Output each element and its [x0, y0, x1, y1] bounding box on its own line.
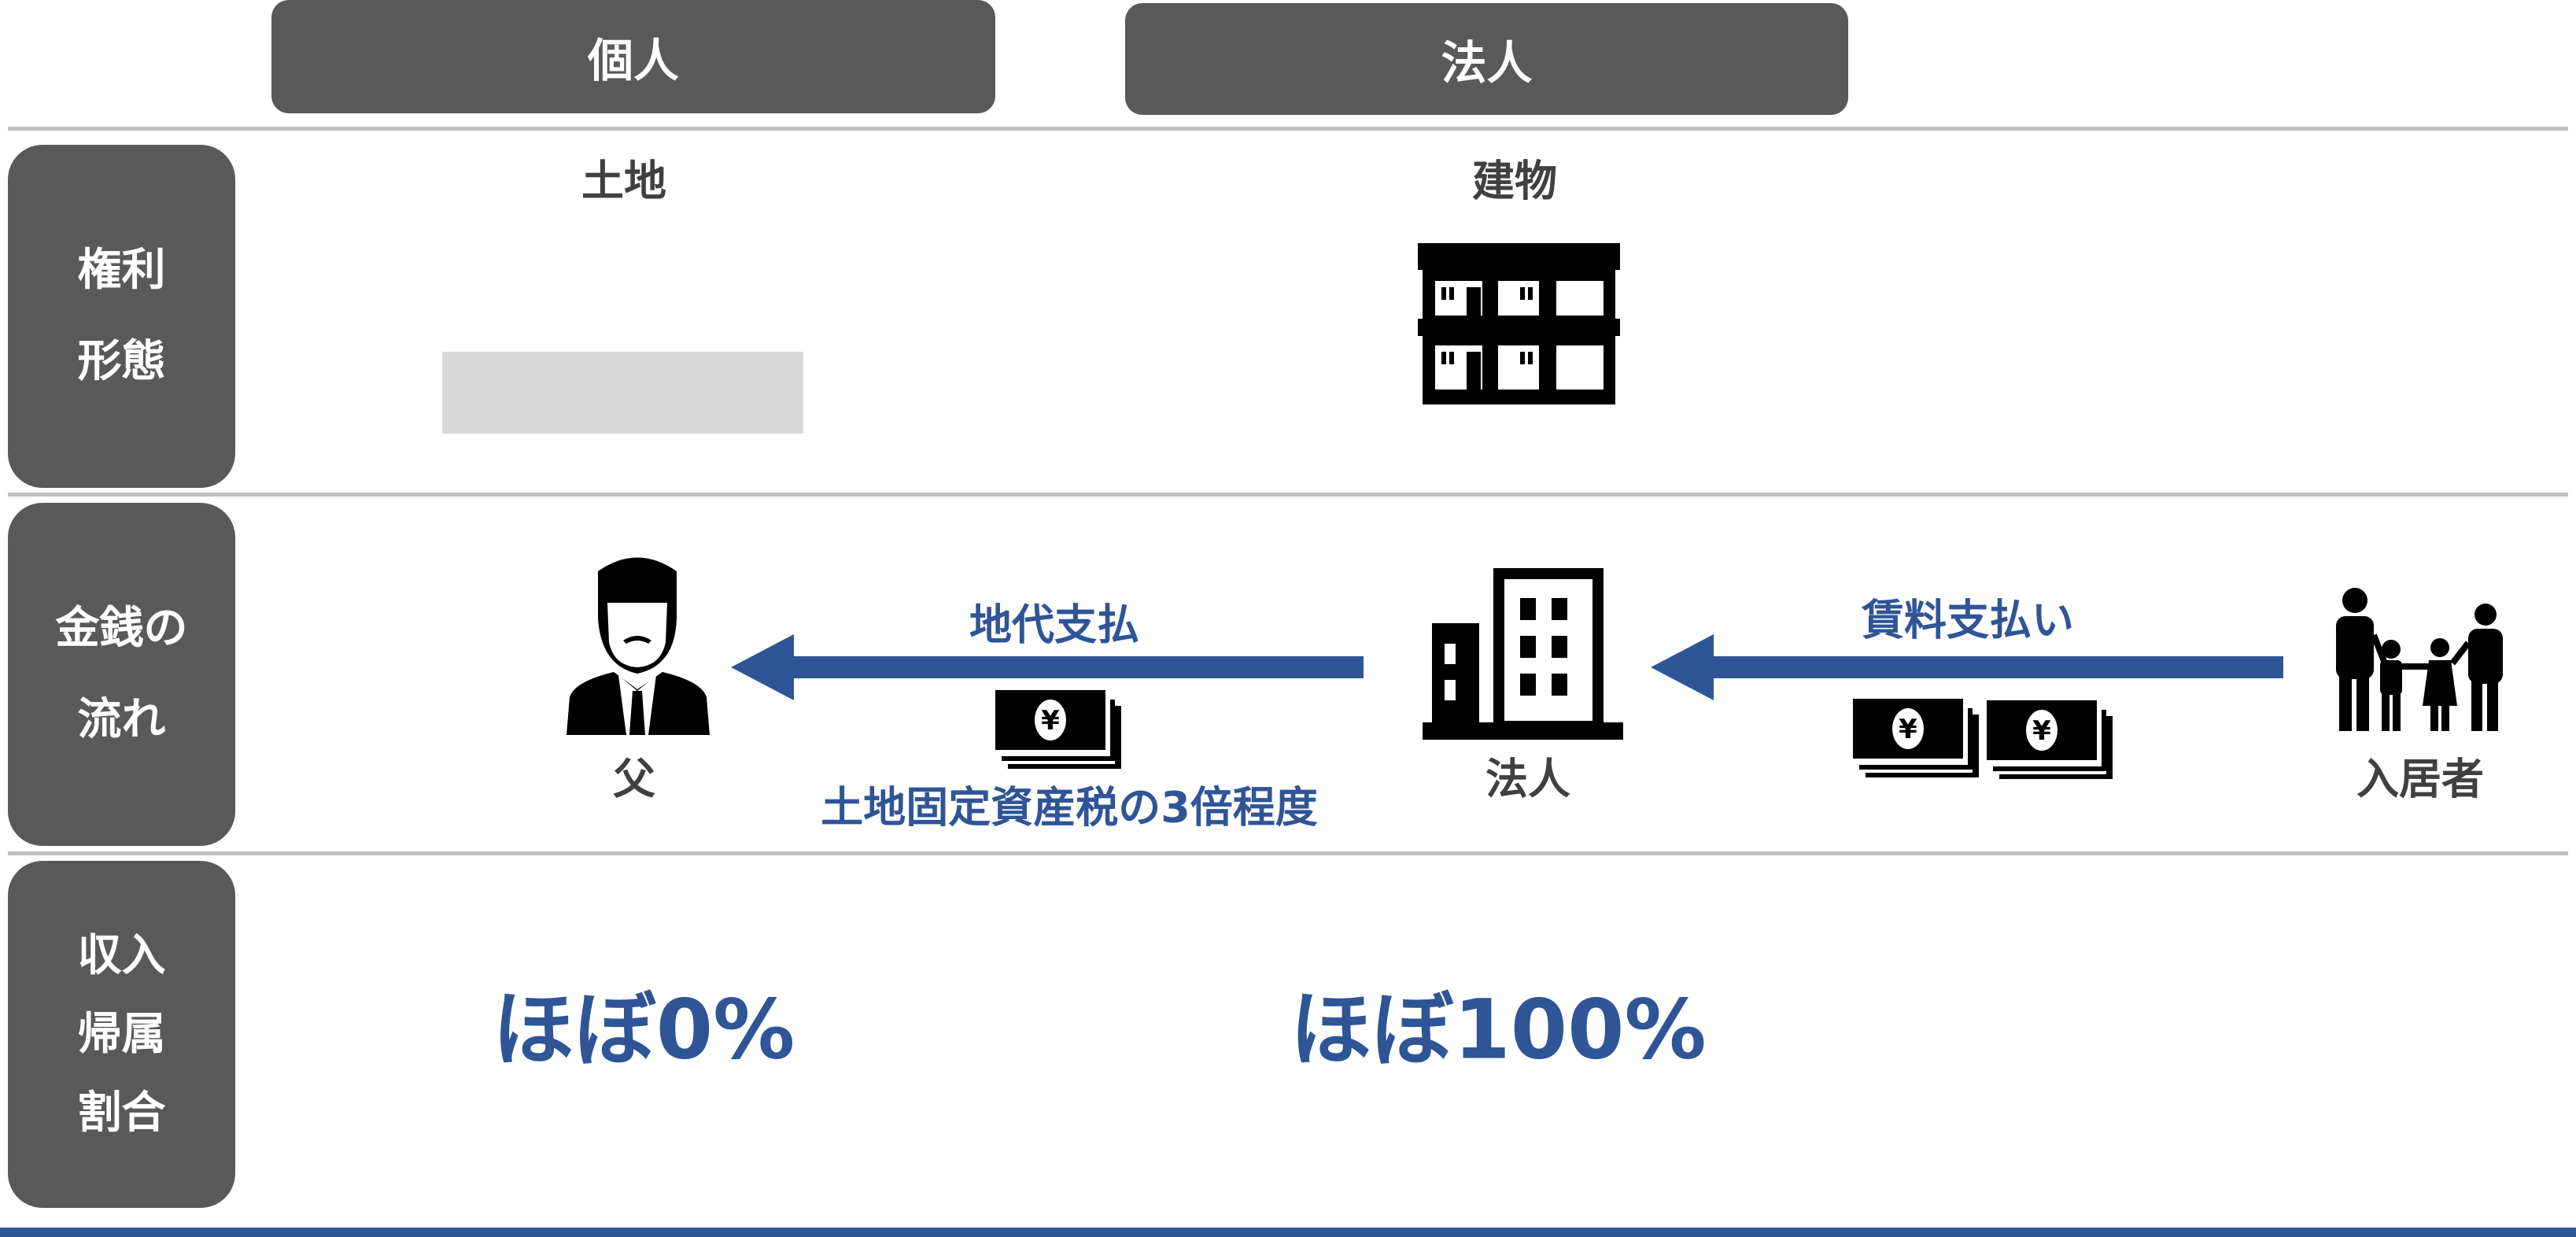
- rent-label: 賃料支払い: [1862, 595, 2074, 645]
- row-label-line: 流れ: [77, 694, 166, 745]
- father-icon: [566, 556, 710, 735]
- divider: [8, 127, 2568, 131]
- land-placeholder: [442, 352, 803, 434]
- column-header-label: 個人: [587, 34, 679, 87]
- row-label-money: 金銭の 流れ: [8, 503, 235, 846]
- office-building-icon: [1423, 568, 1623, 740]
- building-label: 建物: [1472, 156, 1557, 206]
- row-label-rights: 権利 形態: [8, 145, 235, 488]
- column-header-individual: 個人: [271, 0, 995, 113]
- column-header-label: 法人: [1441, 36, 1533, 90]
- ground-rent-label: 地代支払: [969, 600, 1139, 650]
- corporation-label: 法人: [1485, 754, 1570, 804]
- apartment-icon: [1418, 243, 1620, 404]
- yen-bills-icon: ¥: [1987, 700, 2113, 779]
- divider: [8, 851, 2568, 855]
- divider: [8, 493, 2568, 497]
- svg-text:¥: ¥: [1899, 714, 1917, 745]
- row-label-line: 収入: [77, 929, 166, 981]
- row-label-line: 割合: [77, 1087, 166, 1139]
- tenants-label: 入居者: [2356, 754, 2484, 804]
- corporation-income-share: ほぼ100%: [1290, 981, 1707, 1078]
- yen-bills-icon: ¥: [1853, 699, 1979, 777]
- row-label-line: 帰属: [77, 1008, 166, 1060]
- svg-text:¥: ¥: [1041, 705, 1060, 737]
- row-label-line: 金銭の: [55, 603, 188, 654]
- row-label-line: 権利: [77, 245, 166, 296]
- column-header-corporation: 法人: [1125, 3, 1848, 115]
- svg-text:¥: ¥: [2032, 715, 2051, 747]
- ground-rent-note: 土地固定資産税の3倍程度: [821, 782, 1318, 833]
- rent-arrow: [1651, 634, 2283, 700]
- individual-income-share: ほぼ0%: [492, 981, 795, 1078]
- bottom-bar: [0, 1228, 2576, 1237]
- father-label: 父: [613, 754, 655, 804]
- family-icon: [2330, 588, 2504, 731]
- row-label-income: 収入 帰属 割合: [8, 861, 235, 1208]
- yen-bills-icon: ¥: [995, 690, 1121, 769]
- ground-rent-arrow: [731, 634, 1364, 700]
- land-label: 土地: [581, 156, 666, 206]
- row-label-line: 形態: [77, 336, 166, 387]
